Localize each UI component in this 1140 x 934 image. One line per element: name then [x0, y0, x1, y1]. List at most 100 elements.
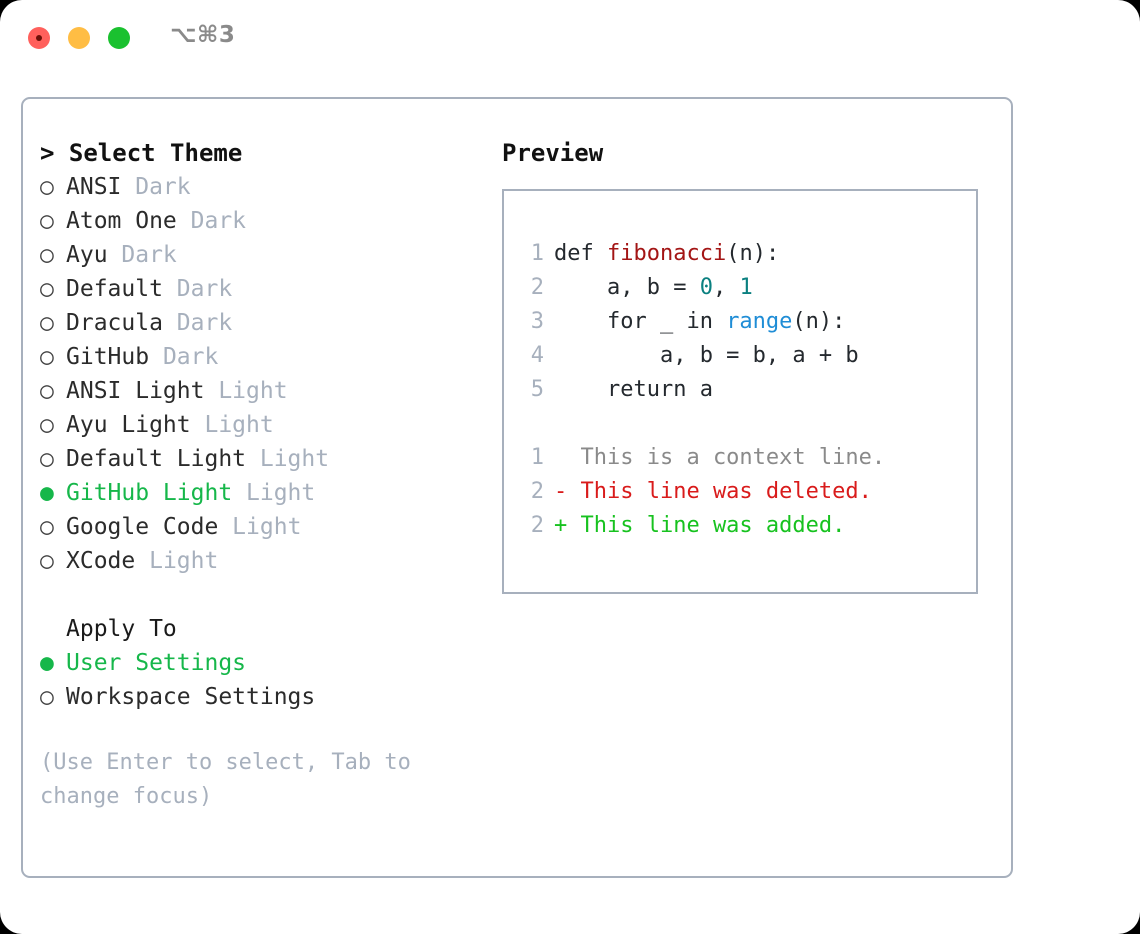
theme-name: Default Light — [66, 446, 247, 472]
line-number: 5 — [530, 377, 544, 402]
theme-option-github-light[interactable]: ● GitHub Light Light — [40, 476, 480, 510]
line-number: 4 — [530, 343, 544, 368]
code-token: def — [554, 241, 607, 266]
theme-picker-card: > Select Theme ○ANSI Dark○Atom One Dark○… — [21, 97, 1013, 878]
theme-option-default[interactable]: ○ Default Dark — [40, 272, 480, 306]
theme-name: Google Code — [66, 514, 219, 540]
theme-option-github[interactable]: ○GitHub Dark — [40, 340, 480, 374]
theme-name: ANSI — [66, 174, 122, 200]
line-number: 2 — [530, 479, 544, 504]
close-window-button[interactable] — [28, 27, 50, 49]
theme-mode-tag: Light — [246, 446, 330, 472]
diff-line-text: - This line was deleted. — [554, 479, 872, 504]
code-line: 4 a, b = b, a + b — [522, 339, 970, 373]
radio-unselected-icon: ○ — [40, 276, 54, 302]
diff-line-ctx: 1 This is a context line. — [522, 441, 970, 475]
theme-option-google-code[interactable]: ○ Google Code Light — [40, 510, 480, 544]
title-bar: ⌥⌘3 — [0, 0, 1140, 76]
theme-option-ayu-light[interactable]: ○Ayu Light Light — [40, 408, 480, 442]
theme-mode-tag: Dark — [176, 208, 247, 234]
apply-to-section: Apply To ●User Settings○Workspace Settin… — [40, 612, 480, 714]
theme-mode-tag: Dark — [121, 174, 191, 200]
code-token: fibonacci — [606, 241, 727, 266]
radio-unselected-icon: ○ — [40, 514, 54, 540]
theme-name: Atom One — [66, 208, 177, 234]
code-token: return a — [554, 377, 713, 402]
theme-name: ANSI Light — [66, 378, 205, 404]
theme-option-ansi-light[interactable]: ○ ANSI Light Light — [40, 374, 480, 408]
apply-to-option-label: Workspace Settings — [66, 684, 316, 710]
code-token: a, b = b, a + b — [554, 343, 859, 368]
radio-selected-icon: ● — [40, 650, 54, 676]
code-line: 5 return a — [522, 373, 970, 407]
code-line: 3 for _ in range(n): — [522, 305, 970, 339]
theme-option-default-light[interactable]: ○ Default Light Light — [40, 442, 480, 476]
diff-line-add: 2 + This line was added. — [522, 509, 970, 543]
select-theme-header: > Select Theme — [40, 139, 243, 167]
radio-unselected-icon: ○ — [40, 412, 54, 438]
code-token: (n): — [726, 241, 780, 266]
line-number: 2 — [530, 275, 544, 300]
code-token: for _ in — [554, 309, 727, 334]
radio-selected-icon: ● — [40, 480, 54, 506]
code-diff-separator — [522, 407, 970, 441]
theme-option-ayu[interactable]: ○ Ayu Dark — [40, 238, 480, 272]
theme-mode-tag: Light — [232, 480, 316, 506]
keyboard-hint-text: (Use Enter to select, Tab to change focu… — [40, 750, 425, 809]
theme-name: GitHub — [66, 344, 150, 370]
apply-to-option-user-settings[interactable]: ● User Settings — [40, 646, 480, 680]
theme-list-pane: > Select Theme ○ANSI Dark○Atom One Dark○… — [40, 136, 480, 814]
radio-unselected-icon: ○ — [40, 378, 54, 404]
diff-line-text: This is a context line. — [554, 445, 886, 470]
radio-unselected-icon: ○ — [40, 174, 54, 200]
theme-mode-tag: Light — [218, 514, 302, 540]
theme-name: Ayu — [66, 242, 108, 268]
code-line: 1 def fibonacci(n): — [522, 237, 970, 271]
radio-unselected-icon: ○ — [40, 684, 54, 710]
theme-mode-tag: Dark — [149, 344, 219, 370]
line-number: 1 — [530, 445, 544, 470]
theme-mode-tag: Light — [190, 412, 274, 438]
theme-mode-tag: Dark — [162, 310, 233, 336]
preview-header: Preview — [502, 139, 604, 167]
theme-option-xcode[interactable]: ○XCode Light — [40, 544, 480, 578]
line-number: 3 — [530, 309, 544, 334]
code-line: 2 a, b = 0, 1 — [522, 271, 970, 305]
theme-mode-tag: Dark — [107, 242, 177, 268]
diff-line-del: 2 - This line was deleted. — [522, 475, 970, 509]
code-token: range — [726, 309, 793, 334]
minimize-window-button[interactable] — [68, 27, 90, 49]
apply-to-options: ● User Settings ○ Workspace Settings — [40, 646, 480, 714]
radio-unselected-icon: ○ — [40, 208, 54, 234]
maximize-window-button[interactable] — [108, 27, 130, 49]
diff-line-text: + This line was added. — [554, 513, 846, 538]
code-token: (n): — [792, 309, 846, 334]
theme-option-ansi[interactable]: ○ ANSI Dark — [40, 170, 480, 204]
apply-to-option-workspace-settings[interactable]: ○ Workspace Settings — [40, 680, 480, 714]
theme-option-dracula[interactable]: ○ Dracula Dark — [40, 306, 480, 340]
theme-mode-tag: Light — [204, 378, 288, 404]
radio-unselected-icon: ○ — [40, 242, 54, 268]
theme-name: Dracula — [66, 310, 163, 336]
line-number: 1 — [530, 241, 544, 266]
theme-option-atom-one[interactable]: ○ Atom One Dark — [40, 204, 480, 238]
apply-to-option-label: User Settings — [66, 650, 247, 676]
code-token: a, b = — [554, 275, 700, 300]
theme-name: GitHub Light — [66, 480, 233, 506]
line-number: 2 — [530, 513, 544, 538]
radio-unselected-icon: ○ — [40, 446, 54, 472]
radio-unselected-icon: ○ — [40, 310, 54, 336]
code-token: , — [712, 275, 740, 300]
radio-unselected-icon: ○ — [40, 548, 54, 574]
code-token: 1 — [739, 275, 753, 300]
keyboard-shortcut-label: ⌥⌘3 — [170, 22, 236, 48]
theme-name: XCode — [66, 548, 136, 574]
theme-list: ○ ANSI Dark ○ Atom One Dark ○ Ayu Dark ○ Defaul… — [40, 170, 480, 578]
theme-name: Default — [66, 276, 163, 302]
theme-mode-tag: Dark — [162, 276, 233, 302]
code-token: 0 — [699, 275, 713, 300]
